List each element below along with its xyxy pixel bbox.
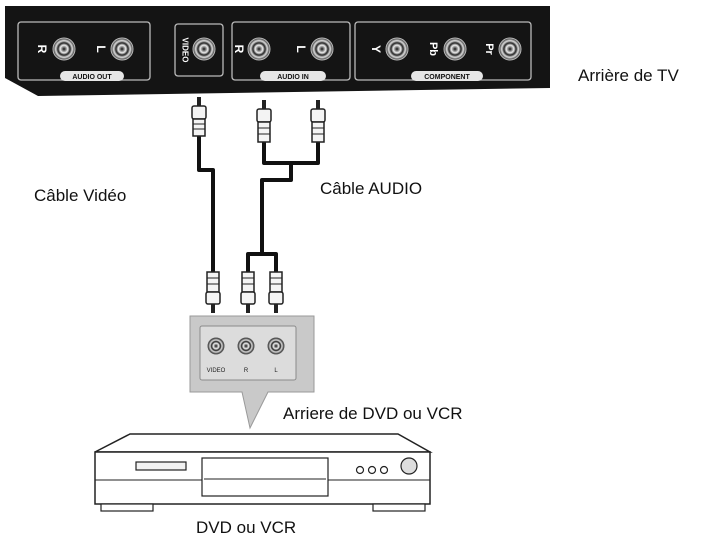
component-pb-label: Pb (427, 42, 439, 56)
component-label: COMPONENT (424, 74, 470, 81)
audio-plug-bottom-l (268, 271, 284, 313)
audio-in-label: AUDIO IN (277, 74, 309, 81)
audio-out-l-label: L (94, 45, 108, 52)
audio-out-r-label: R (35, 45, 49, 54)
video-cable (197, 136, 215, 272)
dvd-video-label: VIDEO (207, 368, 226, 374)
audio-in-r-label: R (232, 45, 246, 54)
dvd-player-icon (94, 433, 433, 512)
dvd-l-jack-icon (267, 337, 285, 355)
video-plug-bottom (205, 271, 221, 313)
component-y-jack-icon (385, 37, 409, 61)
component-pr-jack-icon (498, 37, 522, 61)
tv-video-jack-icon (192, 37, 216, 61)
dvd-l-label: L (274, 368, 278, 374)
audio-plug-top-right (310, 100, 326, 143)
dvd-rear-callout: VIDEO R L (189, 315, 315, 430)
component-pb-jack-icon (443, 37, 467, 61)
audio-in-r-jack-icon (247, 37, 271, 61)
audio-out-label: AUDIO OUT (72, 74, 112, 81)
dvd-r-jack-icon (237, 337, 255, 355)
device-label: DVD ou VCR (196, 518, 297, 537)
audio-cable-label: Câble AUDIO (320, 179, 423, 198)
component-y-label: Y (369, 45, 383, 53)
tv-back-panel: R L R L Y Pb Pr VIDEO AUDIO OUT AUDIO IN… (5, 6, 550, 96)
tv-video-label: VIDEO (181, 38, 190, 63)
video-plug-top (191, 97, 207, 137)
dvd-back-label: Arriere de DVD ou VCR (283, 404, 463, 423)
audio-plug-bottom-r (240, 271, 256, 313)
audio-out-l-jack-icon (110, 37, 134, 61)
audio-cable (246, 142, 320, 272)
audio-plug-top-left (256, 100, 272, 143)
audio-out-r-jack-icon (52, 37, 76, 61)
tv-back-label: Arrière de TV (578, 66, 679, 85)
dvd-video-jack-icon (207, 337, 225, 355)
video-cable-label: Câble Vidéo (34, 186, 127, 205)
audio-in-l-label: L (294, 45, 308, 52)
component-pr-label: Pr (483, 43, 495, 55)
audio-in-l-jack-icon (310, 37, 334, 61)
dvd-r-label: R (244, 368, 249, 374)
